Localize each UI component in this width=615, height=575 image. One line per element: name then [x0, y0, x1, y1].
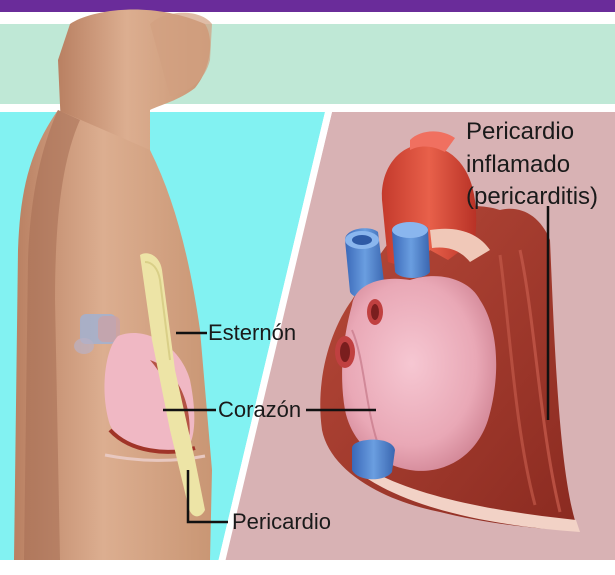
label-pericardium: Pericardio [232, 510, 331, 534]
bottom-strip [0, 560, 615, 575]
label-inflamed-line3: (pericarditis) [466, 184, 598, 210]
label-inflamed-line1: Pericardio [466, 119, 574, 145]
label-inflamed-line2: inflamado [466, 152, 570, 178]
label-heart: Corazón [218, 398, 301, 422]
top-bar [0, 0, 615, 12]
label-sternum: Esternón [208, 321, 296, 345]
